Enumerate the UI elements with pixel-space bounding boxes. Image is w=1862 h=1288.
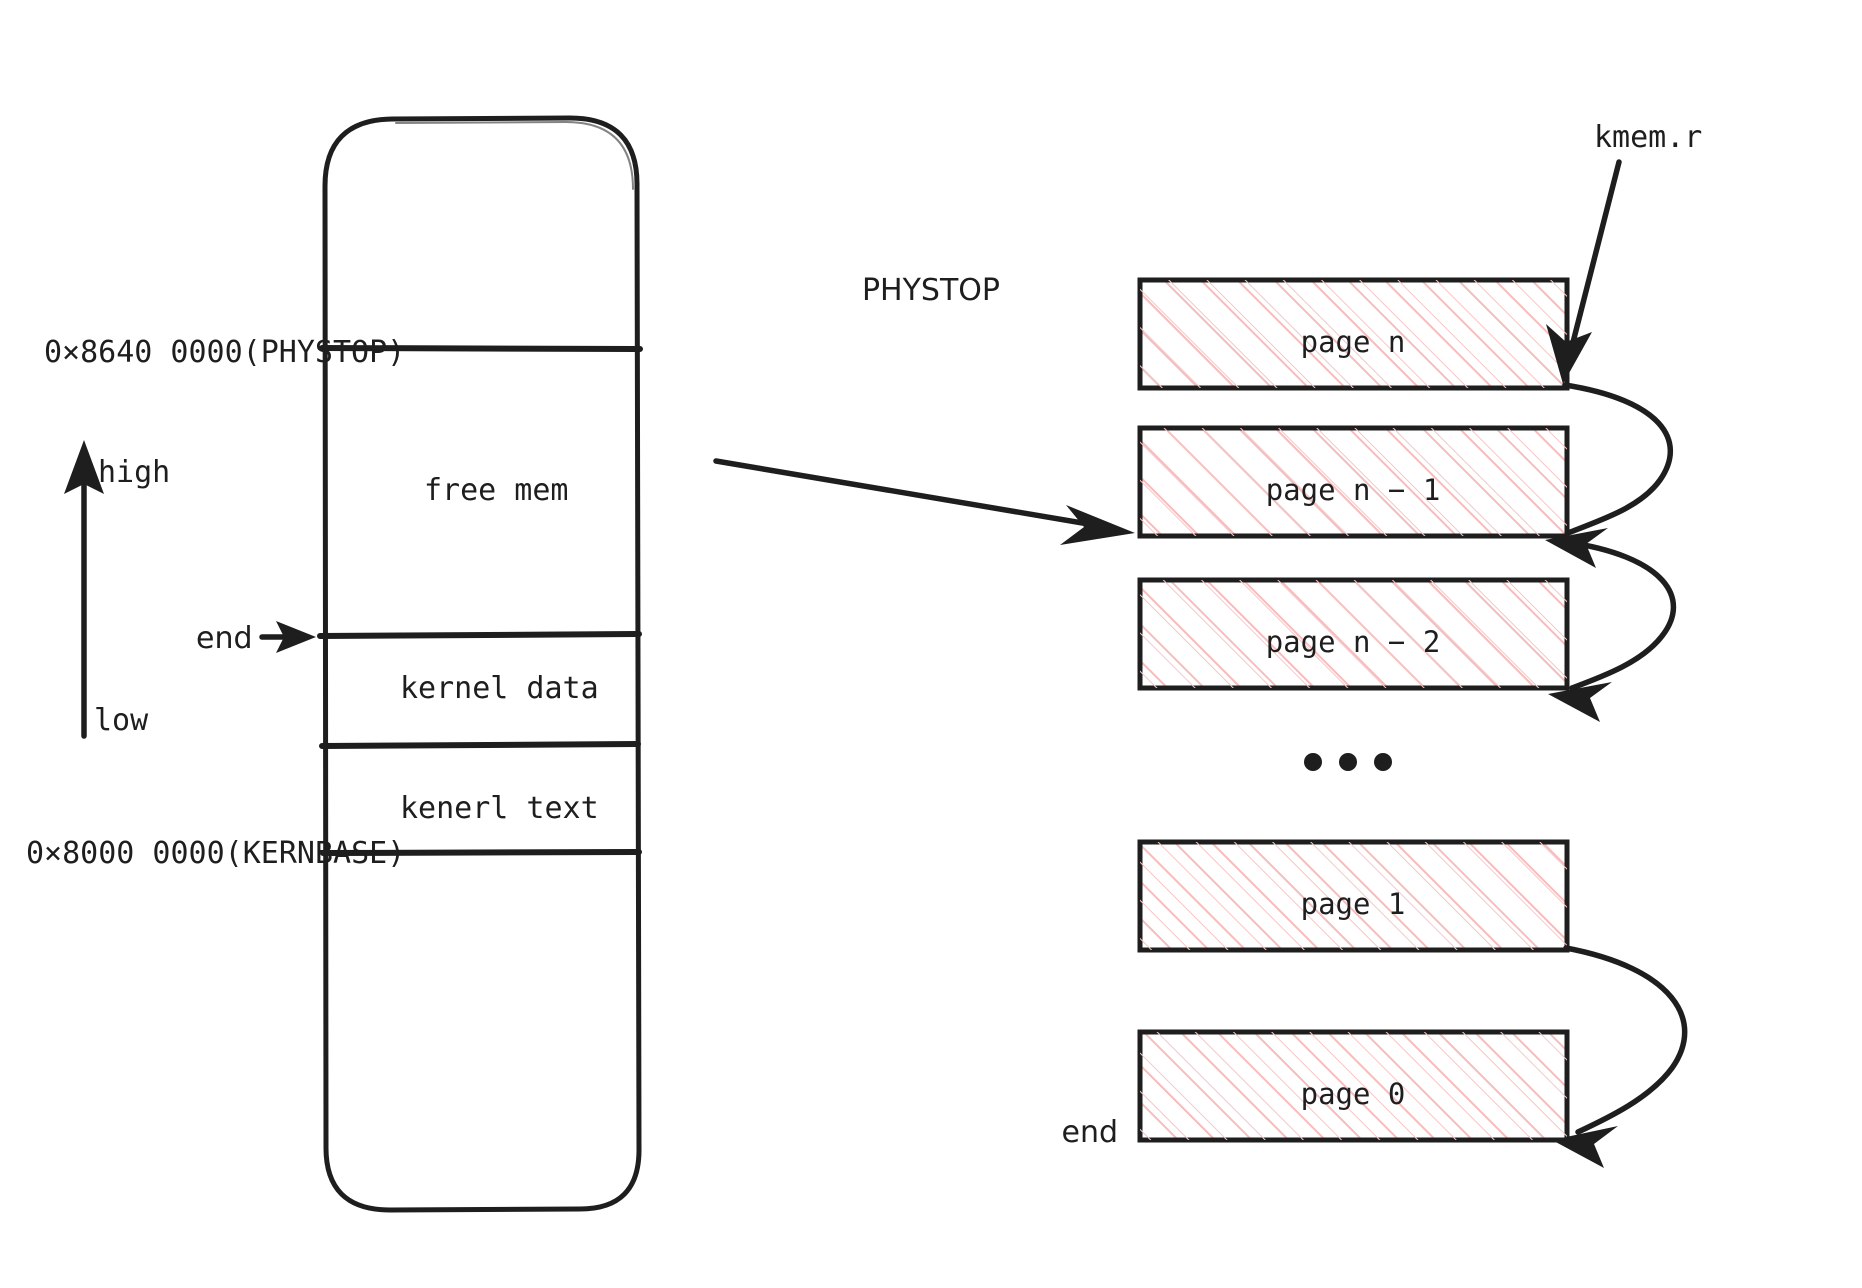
freemem-to-pages-arrow [713,458,1135,545]
link-arrow-n1-to-n2 [1548,539,1677,722]
page-box-0-label: page 0 [1301,1077,1406,1111]
column-dividers [317,345,643,856]
link-arrow-1-to-0 [1552,945,1688,1168]
page-box-n-label: page n [1301,325,1406,359]
kmem-freelist-label: kmem.r [1594,120,1702,155]
region-kernel-data-label: kernel data [400,671,599,706]
axis-low-label: low [94,703,149,738]
kmem-freelist-arrow [1546,159,1622,384]
page-box-n: page n [1137,277,1570,391]
page-box-0: page 0 [1137,1029,1570,1143]
end-pointer-label: end [196,621,253,656]
low-high-axis [64,440,104,739]
region-kernel-text-label: kenerl text [400,791,599,826]
right-phystop-label: PHYSTOP [862,273,1000,308]
page-box-n-2-label: page n − 2 [1266,625,1441,659]
page-box-1: page 1 [1137,839,1570,953]
pages-ellipsis [1304,753,1392,771]
link-arrow-n-to-n1 [1545,382,1673,568]
page-box-n-1: page n − 1 [1137,425,1570,539]
region-free-mem-label: free mem [424,473,569,508]
page-box-1-label: page 1 [1301,887,1406,921]
page-box-n-2: page n − 2 [1137,577,1570,691]
address-phystop: 0×8640 0000(PHYSTOP) [44,335,405,370]
axis-high-label: high [98,455,170,490]
right-end-label: end [1061,1115,1118,1150]
kernel-memory-column [322,115,642,1213]
end-pointer-arrow [259,621,316,653]
page-box-n-1-label: page n − 1 [1266,473,1441,507]
